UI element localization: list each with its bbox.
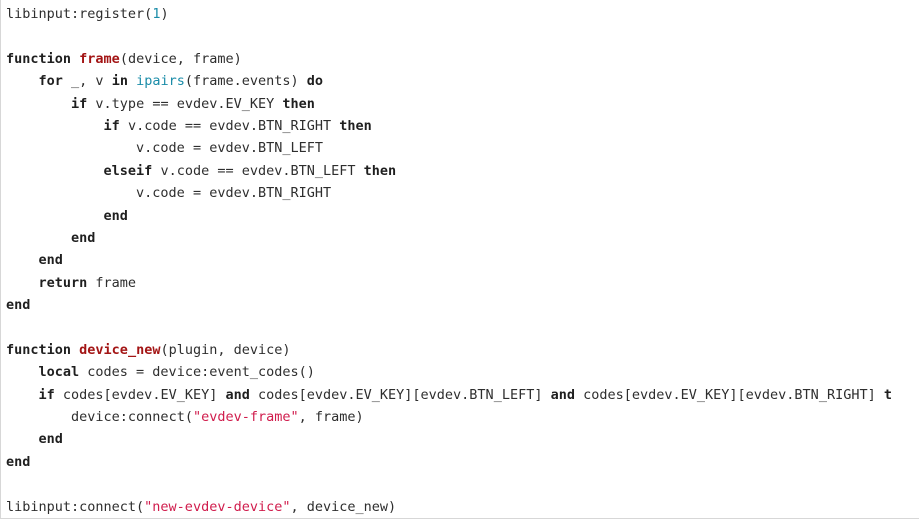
- code-token-keyword: if: [103, 117, 120, 134]
- code-line: local codes = device:event_codes(): [6, 361, 892, 383]
- code-token-string: "new-evdev-device": [144, 498, 291, 515]
- code-line: function frame(device, frame): [6, 48, 892, 70]
- code-token-keyword: then: [282, 95, 315, 112]
- code-token-plain: , device_new): [290, 498, 397, 515]
- code-token-keyword: elseif: [103, 162, 153, 179]
- code-indent: [6, 140, 136, 156]
- code-indent: [6, 73, 39, 89]
- code-indent: [6, 364, 39, 380]
- code-token-plain: v.type == evdev.EV_KEY: [87, 95, 283, 112]
- code-line: end: [6, 227, 892, 249]
- code-line: libinput:register(1): [6, 3, 892, 25]
- code-line: end: [6, 451, 892, 473]
- code-token-keyword: and: [550, 386, 575, 403]
- code-indent: [6, 387, 39, 403]
- code-line: v.code = evdev.BTN_LEFT: [6, 137, 892, 159]
- code-line: return frame: [6, 272, 892, 294]
- code-line: if codes[evdev.EV_KEY] and codes[evdev.E…: [6, 384, 892, 406]
- code-token-plain: _, v: [62, 73, 112, 90]
- code-token-plain: (frame.events): [184, 73, 307, 90]
- code-block[interactable]: libinput:register(1)​function frame(devi…: [6, 3, 892, 518]
- code-token-builtin: ipairs: [136, 73, 185, 90]
- code-token-keyword: return: [38, 274, 88, 291]
- code-token-plain: libinput:register(: [6, 6, 153, 22]
- code-token-plain: device:connect(: [71, 409, 193, 426]
- code-token-string: "evdev-frame": [192, 409, 299, 426]
- code-token-keyword: then: [339, 117, 372, 134]
- code-indent: [6, 409, 71, 425]
- code-line: end: [6, 205, 892, 227]
- code-indent: [6, 252, 39, 268]
- code-line: if v.type == evdev.EV_KEY then: [6, 93, 892, 115]
- code-indent: [6, 118, 104, 134]
- code-token-plain: v.code == evdev.BTN_LEFT: [152, 162, 364, 179]
- code-line: elseif v.code == evdev.BTN_LEFT then: [6, 160, 892, 182]
- code-token-keyword: then: [363, 162, 397, 179]
- code-token-keyword: function: [6, 341, 72, 358]
- code-line: ​: [6, 473, 892, 495]
- code-line: if v.code == evdev.BTN_RIGHT then: [6, 115, 892, 137]
- code-indent: [6, 431, 39, 447]
- code-token-funcname: frame: [79, 50, 120, 67]
- code-line: ​: [6, 25, 892, 47]
- code-token-keyword: if: [71, 95, 88, 112]
- code-line: end: [6, 294, 892, 316]
- code-token-keyword: in: [111, 73, 128, 90]
- code-token-keyword: local: [38, 364, 80, 381]
- code-token-keyword: and: [225, 386, 250, 403]
- code-line: end: [6, 428, 892, 450]
- code-indent: [6, 208, 104, 224]
- code-token-plain: codes[evdev.EV_KEY]: [54, 386, 226, 403]
- code-indent: [6, 230, 71, 246]
- code-token-plain: [71, 342, 79, 358]
- code-token-keyword: end: [71, 229, 96, 246]
- code-indent: [6, 185, 136, 201]
- code-token-plain: libinput:connect(: [6, 498, 145, 515]
- code-token-plain: codes[evdev.EV_KEY][evdev.BTN_RIGHT]: [574, 386, 884, 403]
- code-line: function device_new(plugin, device): [6, 339, 892, 361]
- code-token-number: 1: [152, 6, 161, 22]
- code-token-funcname: device_new: [79, 341, 161, 358]
- code-token-keyword: end: [103, 207, 128, 224]
- code-indent: [6, 96, 71, 112]
- code-token-keyword: if: [38, 386, 55, 403]
- code-token-plain: , frame): [298, 409, 364, 426]
- code-token-keyword: t: [883, 386, 892, 403]
- code-token-keyword: end: [38, 431, 63, 448]
- code-token-plain: v.code == evdev.BTN_RIGHT: [119, 117, 340, 134]
- code-token-plain: v.code = evdev.BTN_RIGHT: [136, 185, 332, 202]
- code-token-plain: (plugin, device): [160, 341, 291, 358]
- code-token-plain: [71, 51, 79, 67]
- code-token-plain: ): [160, 6, 169, 22]
- code-token-keyword: end: [6, 297, 31, 314]
- code-indent: [6, 275, 39, 291]
- code-token-plain: v.code = evdev.BTN_LEFT: [136, 140, 323, 157]
- code-indent: [6, 163, 104, 179]
- code-token-plain: [128, 73, 136, 89]
- code-token-plain: (device, frame): [119, 50, 242, 67]
- code-token-keyword: function: [6, 50, 72, 67]
- code-line: device:connect("evdev-frame", frame): [6, 406, 892, 428]
- code-line: libinput:connect("new-evdev-device", dev…: [6, 496, 892, 518]
- code-token-plain: codes = device:event_codes(): [79, 364, 315, 381]
- code-token-keyword: end: [6, 453, 31, 470]
- code-line: end: [6, 249, 892, 271]
- code-line: ​: [6, 316, 892, 338]
- code-token-keyword: do: [306, 73, 324, 90]
- code-token-keyword: for: [38, 73, 63, 90]
- code-token-keyword: end: [38, 252, 63, 269]
- code-token-plain: frame: [87, 274, 137, 291]
- code-token-plain: codes[evdev.EV_KEY][evdev.BTN_LEFT]: [249, 386, 551, 403]
- code-line: v.code = evdev.BTN_RIGHT: [6, 182, 892, 204]
- code-line: for _, v in ipairs(frame.events) do: [6, 70, 892, 92]
